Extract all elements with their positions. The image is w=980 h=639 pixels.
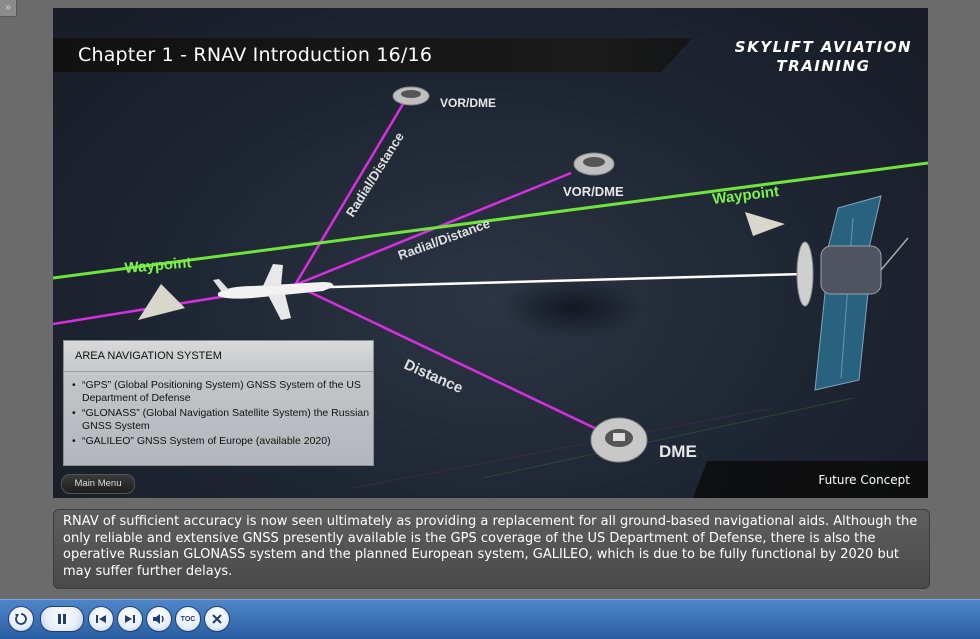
gnss-list: • “GPS” (Global Positioning System) GNSS … xyxy=(72,379,372,451)
pause-button[interactable] xyxy=(40,606,84,632)
list-item-text: “GLONASS” (Global Navigation Satellite S… xyxy=(82,407,370,432)
caption-text: RNAV of sufficient accuracy is now seen … xyxy=(63,514,918,579)
close-icon xyxy=(212,614,222,624)
pause-icon xyxy=(58,614,66,624)
rnav-scene: VOR/DME VOR/DME DME Waypoint Waypoint Ra… xyxy=(53,86,928,489)
radial-line-top xyxy=(293,103,405,286)
vor-dme-label-top: VOR/DME xyxy=(440,96,496,110)
previous-button[interactable] xyxy=(88,606,114,632)
waypoint-marker-right xyxy=(745,212,785,236)
satellite-link xyxy=(294,272,806,290)
waypoint-track xyxy=(53,161,928,280)
brand-logo: SKYLIFT AVIATION TRAINING xyxy=(735,38,912,76)
list-item: • “GALILEO” GNSS System of Europe (availa… xyxy=(72,435,372,448)
waypoint-label-left: Waypoint xyxy=(124,254,192,277)
replay-icon xyxy=(15,613,27,625)
next-icon xyxy=(125,615,135,623)
bullet-icon: • xyxy=(72,407,76,419)
collapse-toggle-icon[interactable]: » xyxy=(0,0,17,17)
bullet-icon: • xyxy=(72,379,76,391)
satellite xyxy=(796,195,909,391)
slide-stage: VOR/DME VOR/DME DME Waypoint Waypoint Ra… xyxy=(53,8,928,498)
logo-line-1: SKYLIFT AVIATION xyxy=(734,38,912,56)
vor-dme-beacon-top xyxy=(392,86,430,106)
previous-icon xyxy=(96,615,106,623)
title-bar xyxy=(53,38,693,72)
close-button[interactable] xyxy=(204,606,230,632)
volume-icon xyxy=(153,614,164,624)
dme-label: DME xyxy=(659,442,697,461)
slide-title: Chapter 1 - RNAV Introduction 16/16 xyxy=(78,44,433,66)
player-control-bar: TOC xyxy=(0,599,980,639)
logo-line-2: TRAINING xyxy=(776,57,871,75)
vor-dme-label-mid: VOR/DME xyxy=(563,184,624,199)
list-item: • “GPS” (Global Positioning System) GNSS … xyxy=(72,379,372,404)
dme-beacon xyxy=(590,417,648,463)
main-menu-button[interactable]: Main Menu xyxy=(61,474,135,494)
list-item-text: “GALILEO” GNSS System of Europe (availab… xyxy=(82,435,331,447)
radial-distance-label-1: Radial/Distance xyxy=(343,130,407,220)
list-item-text: “GPS” (Global Positioning System) GNSS S… xyxy=(82,379,361,404)
waypoint-label-right: Waypoint xyxy=(711,183,780,208)
panel-header: AREA NAVIGATION SYSTEM xyxy=(64,341,373,372)
aircraft xyxy=(213,264,334,320)
bullet-icon: • xyxy=(72,435,76,447)
next-button[interactable] xyxy=(117,606,143,632)
vor-dme-beacon-mid xyxy=(573,152,615,176)
toc-icon: TOC xyxy=(180,615,196,623)
distance-line xyxy=(294,283,606,435)
volume-button[interactable] xyxy=(146,606,172,632)
narration-caption: RNAV of sufficient accuracy is now seen … xyxy=(53,509,930,589)
future-concept-banner: Future Concept xyxy=(693,461,928,498)
area-navigation-panel: AREA NAVIGATION SYSTEM • “GPS” (Global Po… xyxy=(63,340,374,466)
grid-line xyxy=(482,397,854,479)
aircraft-shadow xyxy=(503,278,643,338)
toc-button[interactable]: TOC xyxy=(175,606,201,632)
future-concept-label: Future Concept xyxy=(818,473,910,487)
replay-button[interactable] xyxy=(8,606,34,632)
waypoint-marker-left xyxy=(138,284,185,320)
grid-line xyxy=(352,407,774,489)
panel-heading: AREA NAVIGATION SYSTEM xyxy=(75,350,222,362)
list-item: • “GLONASS” (Global Navigation Satellite … xyxy=(72,407,372,432)
